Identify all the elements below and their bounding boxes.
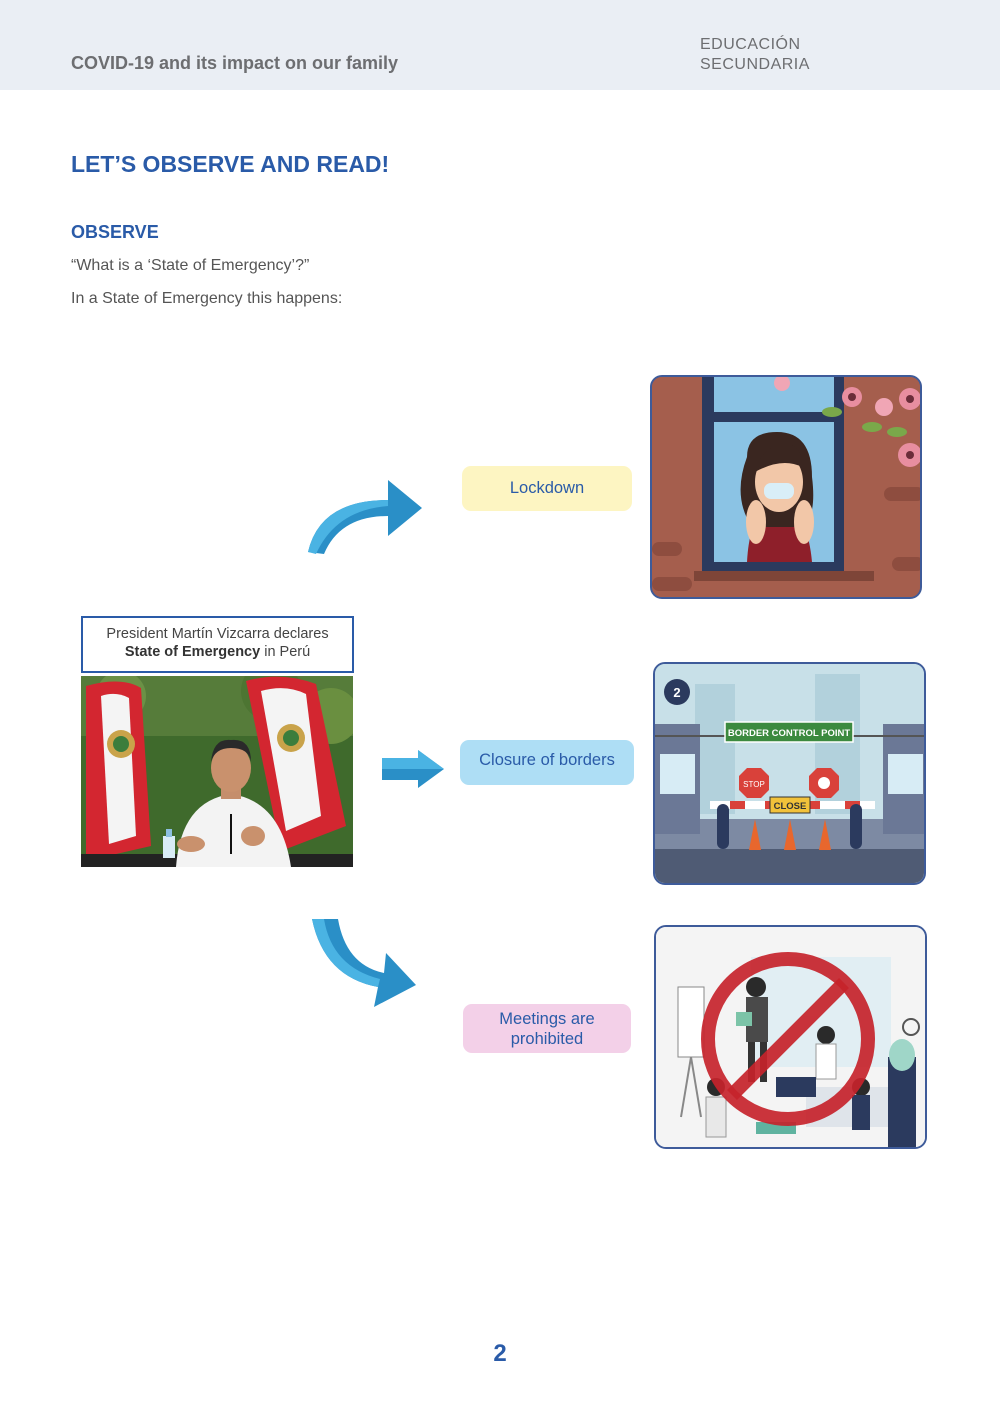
- lockdown-label: Lockdown: [462, 466, 632, 511]
- office-meeting-illustration: [656, 927, 925, 1147]
- border-closure-illustration: 2 BORDER CONTROL POINT STOP CLOSE: [653, 662, 926, 885]
- border-control-illustration: 2 BORDER CONTROL POINT STOP CLOSE: [655, 664, 924, 883]
- closure-of-borders-label: Closure of borders: [460, 740, 634, 785]
- caption-line1: President Martín Vizcarra declares: [106, 626, 329, 642]
- education-level-line2: SECUNDARIA: [700, 56, 810, 73]
- caption-line2: State of Emergency in Perú: [83, 643, 352, 661]
- president-photo: [81, 676, 353, 867]
- page-number: 2: [493, 1340, 507, 1367]
- question-text: “What is a ‘State of Emergency’?”: [71, 257, 310, 274]
- lockdown-illustration: [650, 375, 922, 599]
- woman-at-window-illustration: [652, 377, 920, 597]
- education-level: EDUCACIÓN SECUNDARIA: [700, 35, 810, 75]
- arrow-right-icon: [382, 750, 444, 788]
- photo-caption: President Martín Vizcarra declares State…: [81, 616, 354, 673]
- scene-badge: 2: [673, 685, 680, 700]
- arrow-up-right-icon: [308, 480, 422, 554]
- intro-text: In a State of Emergency this happens:: [71, 290, 343, 307]
- president-photo-illustration: [81, 676, 353, 867]
- observe-subheading: OBSERVE: [71, 222, 159, 242]
- document-title: COVID-19 and its impact on our family: [71, 53, 399, 73]
- stop-sign: STOP: [743, 780, 765, 789]
- caption-bold: State of Emergency: [124, 644, 261, 660]
- section-heading: LET’S OBSERVE AND READ!: [71, 151, 390, 177]
- page-header: COVID-19 and its impact on our family ED…: [0, 0, 1000, 90]
- education-level-line1: EDUCACIÓN: [700, 36, 801, 53]
- meetings-label-line2: prohibited: [510, 1030, 584, 1048]
- arrow-down-right-icon: [312, 919, 416, 1007]
- meetings-label-line1: Meetings are: [499, 1010, 595, 1028]
- border-control-sign: BORDER CONTROL POINT: [728, 728, 850, 739]
- meetings-prohibited-label: Meetings are prohibited: [463, 1004, 631, 1053]
- caption-rest: in Perú: [260, 644, 311, 660]
- close-sign: CLOSE: [774, 801, 807, 812]
- meetings-prohibited-illustration: [654, 925, 927, 1149]
